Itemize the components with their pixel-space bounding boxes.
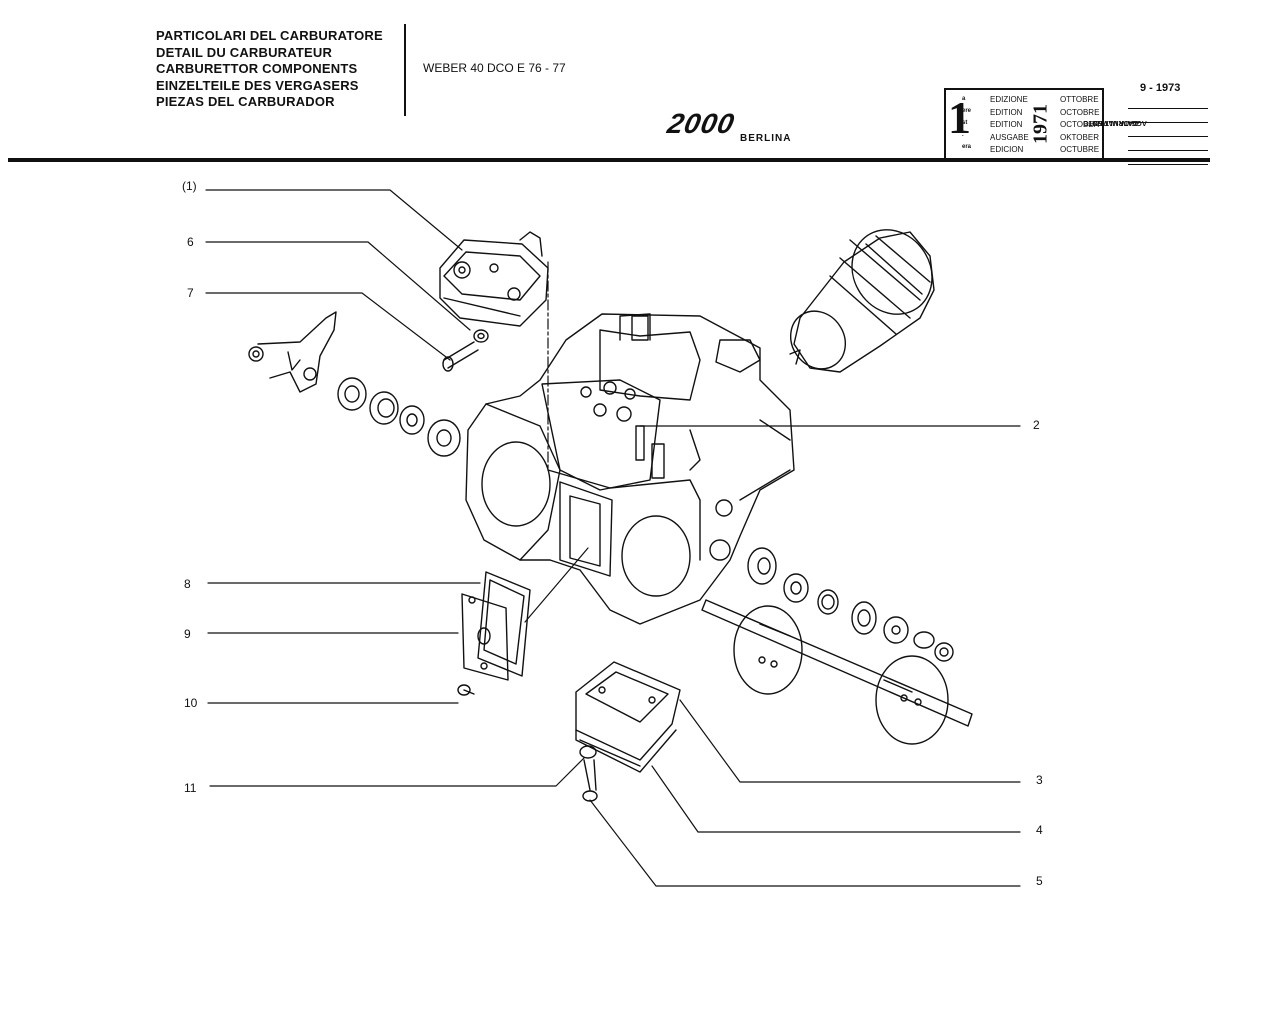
edition-month: OTTOBRE: [1060, 95, 1099, 104]
edition-suffix: ere: [962, 108, 972, 114]
spindle-seals-left: [337, 377, 461, 457]
carburettor-model: WEBER 40 DCO E 76 - 77: [423, 61, 566, 75]
title-it: PARTICOLARI DEL CARBURATORE: [156, 28, 383, 43]
callout-10: 10: [184, 696, 198, 710]
inspection-cover-part: [461, 571, 531, 681]
edition-suffix: st: [962, 120, 968, 126]
edition-suffix: a: [962, 96, 966, 102]
leader-line: [524, 547, 589, 623]
carburettor-body-part: [465, 313, 795, 625]
leader-line: [205, 189, 463, 251]
small-screw-part: [457, 684, 475, 696]
air-horn-part: [789, 229, 935, 373]
edition-box: 1 a ere st . era EDIZIONE EDITION EDITIO…: [944, 88, 1104, 160]
linkage-lever-part: [248, 311, 337, 393]
edition-month: OCTOBRE: [1060, 107, 1100, 117]
top-cover-part: [439, 231, 549, 327]
screw-part: [442, 329, 489, 372]
bottom-screw-part: [579, 745, 598, 802]
edition-month: OCTOBER: [1060, 120, 1100, 129]
edition-number: 1: [948, 92, 971, 143]
leader-lines: [205, 189, 1021, 887]
edition-suffix: era: [962, 144, 972, 150]
callout-8: 8: [184, 577, 191, 591]
callout-11: 11: [184, 781, 197, 795]
leader-line: [205, 241, 471, 331]
callout-9: 9: [184, 627, 191, 641]
edition-months: OTTOBRE OCTOBRE OCTOBER OKTOBER OCTUBRE: [1060, 94, 1099, 157]
throttle-shaft-part: [701, 599, 973, 745]
leader-line: [679, 699, 1021, 783]
edition-word: EDICION: [990, 145, 1024, 154]
leader-line: [205, 292, 451, 361]
title-block: PARTICOLARI DEL CARBURATORE DETAIL DU CA…: [156, 28, 383, 111]
callout-6: 6: [187, 235, 194, 249]
edition-word: EDITION: [990, 107, 1023, 117]
leader-line: [589, 799, 1021, 887]
edition-word: EDIZIONE: [990, 95, 1028, 104]
title-de: EINZELTEILE DES VERGASERS: [156, 77, 359, 93]
edition-words: EDIZIONE EDITION EDITION AUSGABE EDICION: [990, 94, 1029, 157]
edition-word: AUSGABE: [990, 132, 1029, 142]
update-lines: [1128, 95, 1208, 165]
title-es: PIEZAS DEL CARBURADOR: [156, 94, 335, 109]
header-rule: [8, 158, 1210, 162]
callout-5: 5: [1036, 874, 1043, 888]
callout-2: 2: [1033, 418, 1040, 432]
leader-line: [651, 765, 1021, 833]
spindle-seals-right: [747, 547, 954, 662]
title-en: CARBURETTOR COMPONENTS: [156, 61, 358, 76]
edition-month: OKTOBER: [1060, 132, 1099, 142]
edition-word: EDITION: [990, 120, 1023, 129]
leader-line: [209, 757, 585, 787]
edition-month: OCTUBRE: [1060, 145, 1100, 154]
header-divider: [404, 24, 406, 116]
last-update-date: 9 - 1973: [1140, 82, 1181, 94]
model-logo-subtitle: BERLINA: [740, 133, 792, 144]
callout-7: 7: [187, 286, 194, 300]
title-fr: DETAIL DU CARBURATEUR: [156, 44, 333, 60]
callout-4: 4: [1036, 823, 1043, 837]
edition-suffix: .: [962, 132, 964, 138]
lower-cover-part: [575, 661, 681, 773]
callout-1: (1): [182, 179, 197, 193]
callout-3: 3: [1036, 773, 1043, 787]
